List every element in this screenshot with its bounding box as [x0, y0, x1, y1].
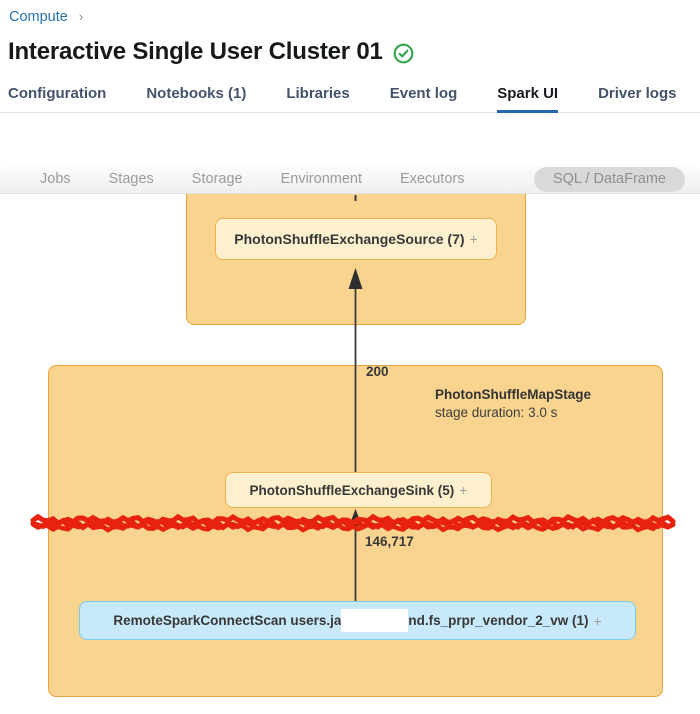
subtab-environment[interactable]: Environment [280, 171, 362, 187]
tab-notebooks[interactable]: Notebooks (1) [146, 85, 247, 102]
page-title: Interactive Single User Cluster 01 [8, 38, 383, 65]
node-label: PhotonShuffleExchangeSource (7) [234, 231, 465, 247]
tab-spark-ui[interactable]: Spark UI [497, 83, 558, 113]
plus-icon[interactable]: + [469, 231, 478, 247]
subtab-stages[interactable]: Stages [108, 171, 154, 187]
spark-ui-subtab-bar: Jobs Stages Storage Environment Executor… [0, 165, 700, 194]
edge-row-count-bottom: 146,717 [365, 534, 414, 549]
breadcrumb-compute-link[interactable]: Compute [9, 9, 68, 25]
subtab-jobs[interactable]: Jobs [40, 171, 71, 187]
tab-configuration[interactable]: Configuration [8, 85, 107, 102]
node-label-suffix: nd.fs_prpr_vendor_2_vw (1) [408, 613, 589, 628]
node-photon-shuffle-exchange-sink[interactable]: PhotonShuffleExchangeSink (5) + [225, 472, 492, 508]
tab-libraries[interactable]: Libraries [286, 85, 350, 102]
stage-duration: stage duration: 3.0 s [435, 405, 558, 420]
stage-name: PhotonShuffleMapStage [435, 387, 591, 402]
tab-driver-logs[interactable]: Driver logs [598, 85, 677, 102]
plus-icon[interactable]: + [593, 612, 602, 629]
tab-event-log[interactable]: Event log [389, 85, 458, 102]
title-row: Interactive Single User Cluster 01 [8, 38, 414, 66]
stage-caption: PhotonShuffleMapStage stage duration: 3.… [435, 387, 591, 420]
redaction-patch [341, 609, 409, 632]
plus-icon[interactable]: + [459, 482, 468, 498]
edge-row-count-top: 200 [366, 364, 389, 379]
node-remote-spark-connect-scan[interactable]: RemoteSparkConnectScan users.ja nd.fs_prp… [79, 601, 636, 640]
chevron-right-icon: › [78, 9, 84, 24]
breadcrumb: Compute › [9, 9, 83, 25]
node-photon-shuffle-exchange-source[interactable]: PhotonShuffleExchangeSource (7) + [215, 218, 497, 260]
check-circle-icon [393, 43, 414, 64]
node-label: PhotonShuffleExchangeSink (5) [249, 482, 455, 498]
subtab-storage[interactable]: Storage [191, 171, 243, 187]
subtab-executors[interactable]: Executors [400, 171, 465, 187]
subtab-sql-dataframe[interactable]: SQL / DataFrame [533, 166, 685, 192]
node-label-prefix: RemoteSparkConnectScan users.ja [113, 613, 342, 628]
cluster-tab-bar: Configuration Notebooks (1) Libraries Ev… [0, 83, 700, 113]
